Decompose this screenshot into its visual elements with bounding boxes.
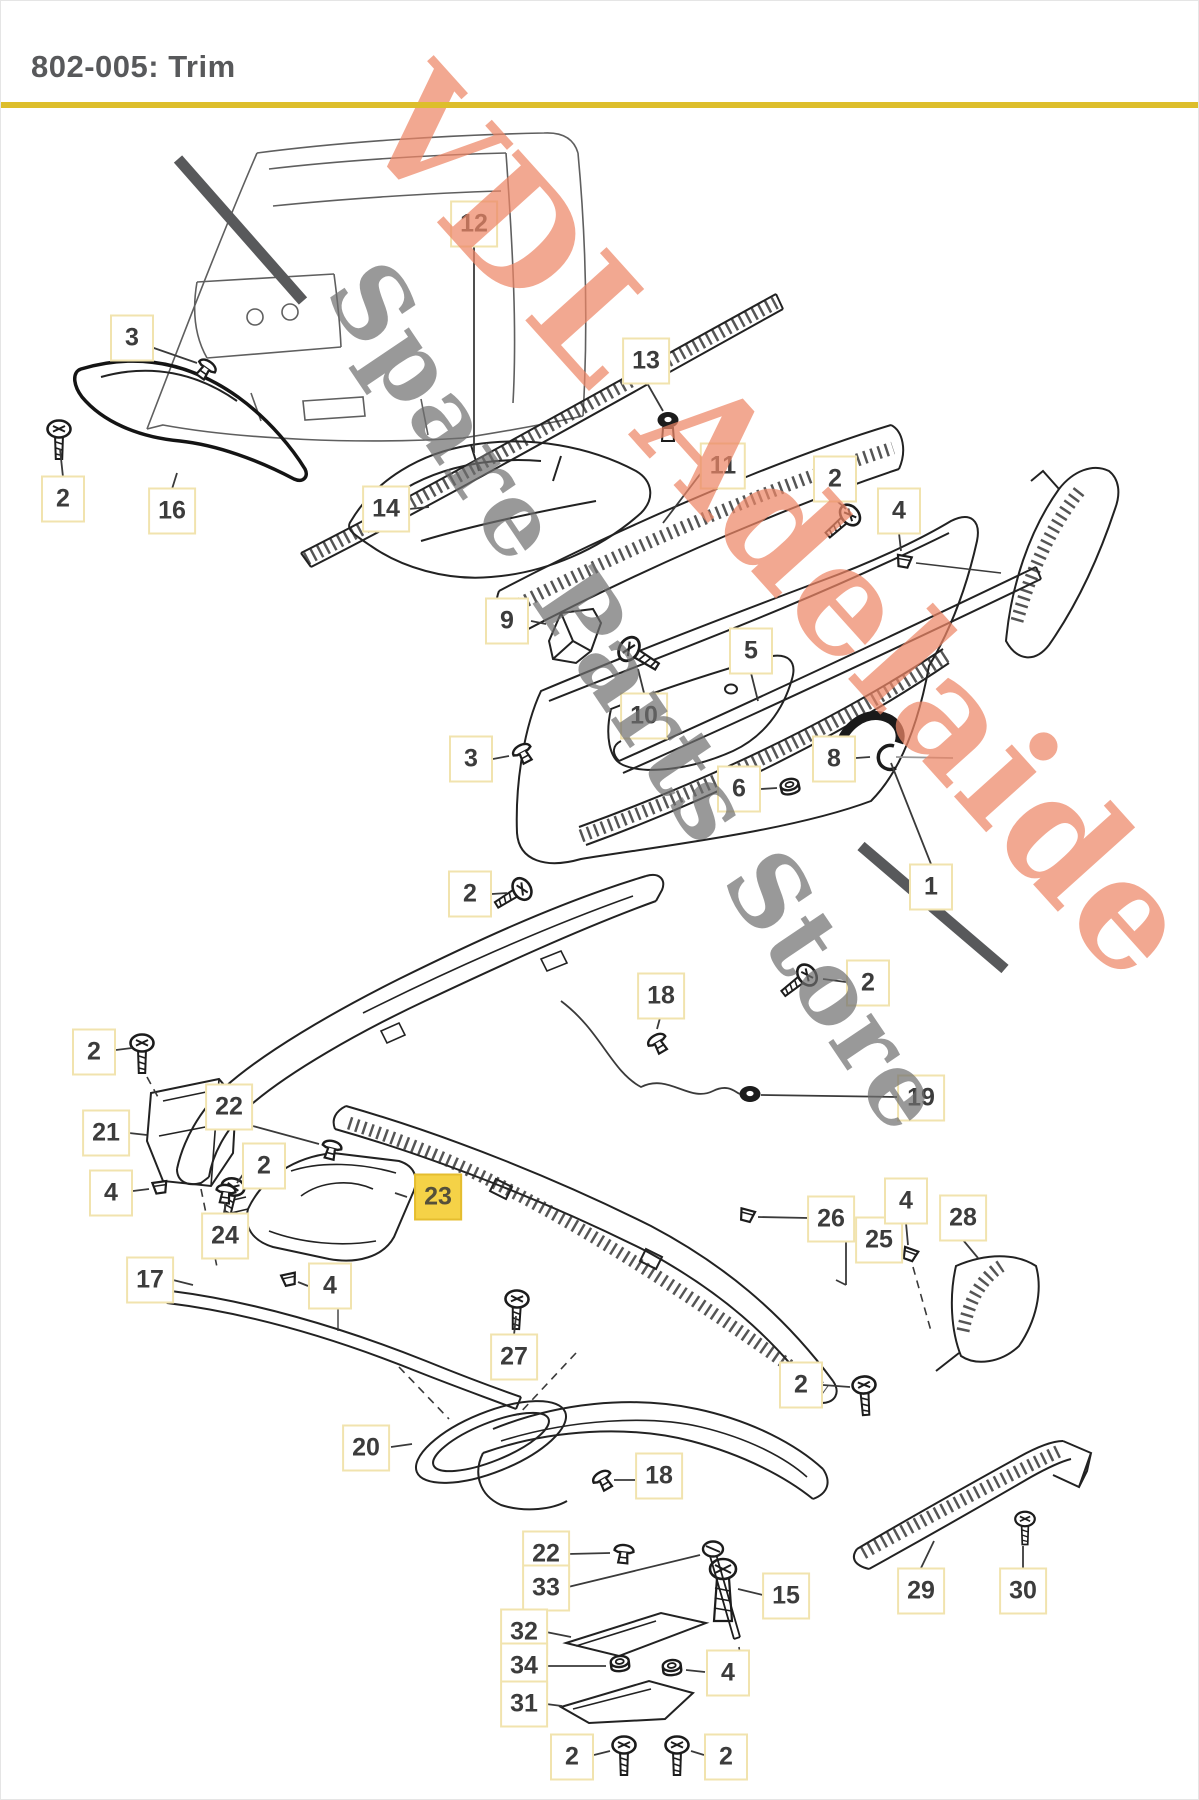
- part-label-2: 2: [41, 475, 85, 523]
- part-label-14: 14: [362, 485, 410, 533]
- part-label-8: 8: [812, 735, 856, 783]
- part-20-oval: [414, 1400, 568, 1484]
- part-label-27: 27: [490, 1333, 538, 1381]
- part-label-4: 4: [89, 1169, 133, 1217]
- part-label-2: 2: [72, 1028, 116, 1076]
- central-lower-valance: [477, 1401, 829, 1511]
- part-label-26: 26: [807, 1195, 855, 1243]
- section-divider: [1, 102, 1198, 108]
- part-label-10: 10: [620, 692, 668, 740]
- part-28-corner: [935, 1255, 1040, 1372]
- gray-slash-top: [173, 155, 308, 305]
- part-31-tray: [558, 1679, 695, 1725]
- part-16-molding: [73, 359, 308, 482]
- part-label-2: 2: [846, 959, 890, 1007]
- part-label-18: 18: [637, 972, 685, 1020]
- car-body-sketch: [146, 132, 587, 442]
- part-label-4: 4: [308, 1262, 352, 1310]
- part-label-4: 4: [884, 1177, 928, 1225]
- part-33-screw: [701, 1540, 741, 1640]
- part-label-12: 12: [450, 200, 498, 248]
- part-label-20: 20: [342, 1424, 390, 1472]
- part-label-21: 21: [82, 1109, 130, 1157]
- part-29-sill: [852, 1440, 1093, 1570]
- part-label-1: 1: [909, 863, 953, 911]
- part-9-bracket: [547, 607, 603, 665]
- corner-bracket: [1004, 466, 1120, 659]
- part-label-2: 2: [242, 1142, 286, 1190]
- part-label-4: 4: [706, 1649, 750, 1697]
- part-label-2: 2: [448, 870, 492, 918]
- part-label-28: 28: [939, 1194, 987, 1242]
- part-label-23-highlighted: 23: [414, 1173, 462, 1221]
- part-label-18: 18: [635, 1452, 683, 1500]
- part-label-31: 31: [500, 1680, 548, 1728]
- part-label-29: 29: [897, 1567, 945, 1615]
- part-8-elbow: [834, 711, 905, 772]
- part-23-trim: [228, 1151, 417, 1262]
- leader-lines: [59, 247, 1024, 1756]
- part-label-19: 19: [897, 1074, 945, 1122]
- part-label-2: 2: [813, 455, 857, 503]
- page-title: 802-005: Trim: [31, 49, 236, 84]
- part-label-24: 24: [201, 1212, 249, 1260]
- part-label-5: 5: [729, 627, 773, 675]
- part-label-33: 33: [522, 1564, 570, 1612]
- part-label-17: 17: [126, 1256, 174, 1304]
- part-label-9: 9: [485, 597, 529, 645]
- part-label-2: 2: [704, 1733, 748, 1781]
- part-label-11: 11: [699, 442, 747, 490]
- part-label-22: 22: [205, 1083, 253, 1131]
- part-label-3: 3: [110, 314, 154, 362]
- part-13-grommet: [657, 412, 679, 442]
- part-label-2: 2: [779, 1361, 823, 1409]
- part-label-13: 13: [622, 337, 670, 385]
- part-25-26-absorber: [332, 1105, 838, 1404]
- part-label-6: 6: [717, 765, 761, 813]
- part-label-15: 15: [762, 1572, 810, 1620]
- part-label-16: 16: [148, 487, 196, 535]
- part-label-4: 4: [877, 487, 921, 535]
- part-label-3: 3: [449, 735, 493, 783]
- part-label-30: 30: [999, 1567, 1047, 1615]
- part-32-plate: [562, 1611, 710, 1658]
- part-label-2: 2: [550, 1733, 594, 1781]
